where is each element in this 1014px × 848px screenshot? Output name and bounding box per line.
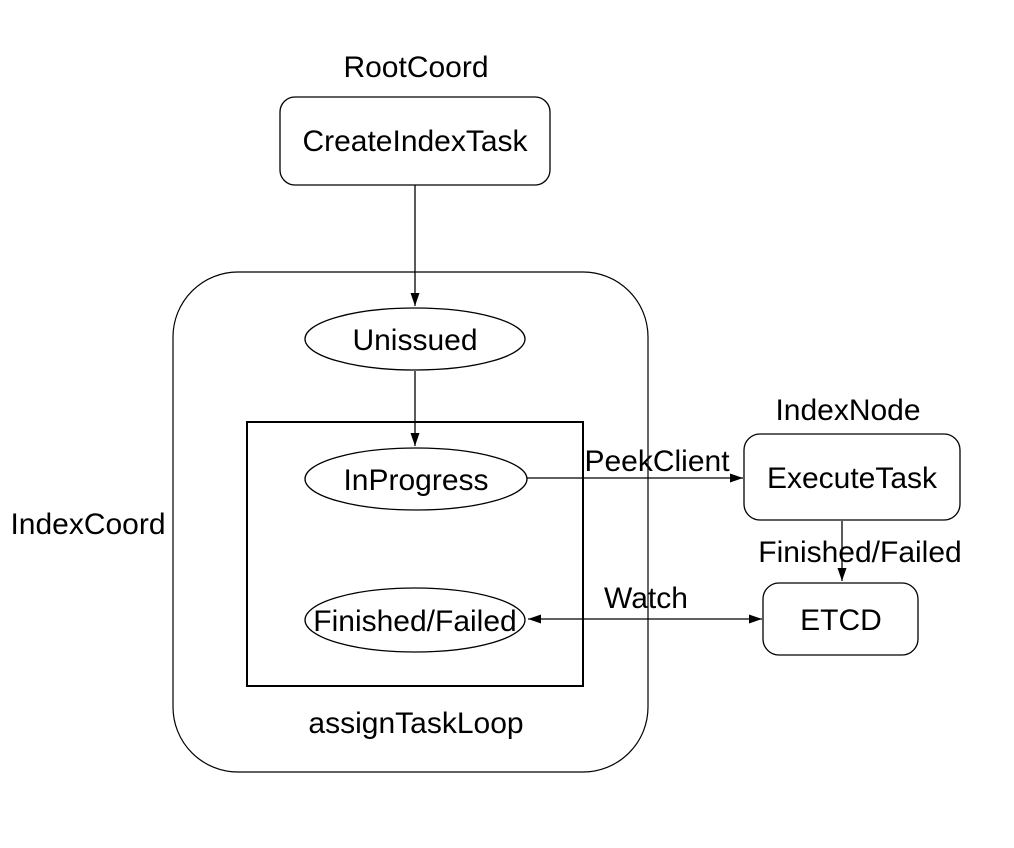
execute-task-label: ExecuteTask	[767, 462, 938, 495]
unissued-label: Unissued	[352, 324, 477, 357]
finished-failed-node: Finished/Failed	[304, 587, 526, 653]
finished-failed-label: Finished/Failed	[313, 605, 516, 638]
execute-task-node: ExecuteTask	[743, 433, 961, 521]
create-index-task-label: CreateIndexTask	[302, 125, 528, 158]
in-progress-node: InProgress	[304, 447, 528, 511]
assign-task-loop-label: assignTaskLoop	[308, 707, 523, 740]
unissued-ellipse	[304, 307, 526, 371]
indexcoord-container	[172, 271, 649, 773]
peek-client-edge-label: PeekClient	[584, 445, 730, 478]
in-progress-ellipse	[304, 447, 528, 511]
finished-failed-edge-label: Finished/Failed	[758, 536, 961, 569]
root-coord-label: RootCoord	[343, 51, 488, 84]
index-node-label: IndexNode	[775, 394, 920, 427]
finished-failed-ellipse	[304, 587, 526, 653]
index-coord-label: IndexCoord	[10, 508, 165, 541]
etcd-label: ETCD	[800, 604, 882, 637]
unissued-node: Unissued	[304, 307, 526, 371]
execute-task-box	[743, 433, 961, 521]
watch-edge-label: Watch	[604, 582, 688, 615]
etcd-box	[762, 582, 919, 656]
in-progress-label: InProgress	[343, 464, 488, 497]
create-index-task-box	[279, 96, 551, 186]
create-index-task-node: CreateIndexTask	[279, 96, 551, 186]
etcd-node: ETCD	[762, 582, 919, 656]
